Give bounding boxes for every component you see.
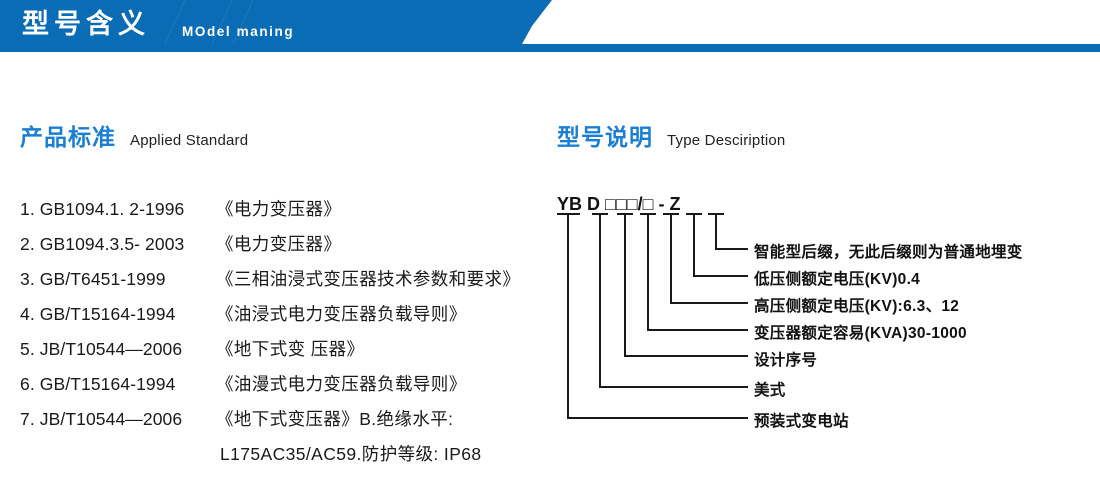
standard-name: 《地下式变 压器》 [216, 339, 365, 359]
standards-list: 1. GB1094.1. 2-1996 《电力变压器》 2. GB1094.3.… [20, 192, 550, 472]
section-title-cn: 型号说明 [557, 124, 653, 150]
standard-code: 2. GB1094.3.5- 2003 [20, 234, 185, 254]
type-label-lv-rated-voltage: 低压侧额定电压(KV)0.4 [754, 271, 921, 288]
header-banner-shape [0, 0, 1100, 52]
type-label-intelligent-suffix: 智能型后缀，无此后缀则为普通地埋变 [754, 244, 1023, 261]
standard-name: 《三相油浸式变压器技术参数和要求》 [216, 269, 521, 289]
type-label-prefab-substation: 预装式变电站 [754, 413, 849, 430]
standard-name: 《电力变压器》 [216, 199, 342, 219]
section-title-type-description: 型号说明 Type Desciription [557, 118, 785, 152]
type-label-hv-rated-voltage: 高压侧额定电压(KV):6.3、12 [754, 298, 960, 315]
standard-item: 5. JB/T10544—2006 《地下式变 压器》 [20, 332, 550, 367]
type-code-string: YB D □□□/□ - Z [557, 193, 681, 215]
standard-code: 4. GB/T15164-1994 [20, 304, 176, 324]
standard-name: 《地下式变压器》B.绝缘水平: [216, 409, 454, 429]
standard-name: 《油浸式电力变压器负载导则》 [216, 304, 467, 324]
section-title-en: Applied Standard [130, 132, 249, 149]
section-title-cn: 产品标准 [20, 124, 116, 150]
standard-name: 《电力变压器》 [216, 234, 342, 254]
standard-code: 7. JB/T10544—2006 [20, 409, 183, 429]
type-label-design-serial: 设计序号 [754, 352, 818, 369]
standard-item: 7. JB/T10544—2006 《地下式变压器》B.绝缘水平: [20, 402, 550, 437]
header-title-en: MOdel maning [182, 24, 295, 39]
section-title-applied-standard: 产品标准 Applied Standard [20, 118, 248, 152]
standard-item-continuation: L175AC35/AC59.防护等级: IP68 [220, 444, 482, 464]
standard-item: 3. GB/T6451-1999 《三相油浸式变压器技术参数和要求》 [20, 262, 550, 297]
page-header: 型号含义 MOdel maning [0, 0, 1100, 52]
standard-code: 3. GB/T6451-1999 [20, 269, 166, 289]
header-title-cn: 型号含义 [22, 9, 150, 39]
type-label-american-style: 美式 [754, 382, 786, 399]
type-label-rated-capacity: 变压器额定容易(KVA)30-1000 [754, 325, 967, 342]
standard-name: 《油漫式电力变压器负载导则》 [216, 374, 467, 394]
type-code-text: YB D □□□/□ - Z [557, 194, 681, 214]
section-title-en: Type Desciription [667, 132, 786, 149]
standard-item: 1. GB1094.1. 2-1996 《电力变压器》 [20, 192, 550, 227]
standard-code: 6. GB/T15164-1994 [20, 374, 176, 394]
standard-item: 4. GB/T15164-1994 《油浸式电力变压器负载导则》 [20, 297, 550, 332]
standard-item: 2. GB1094.3.5- 2003 《电力变压器》 [20, 227, 550, 262]
standard-code: 5. JB/T10544—2006 [20, 339, 183, 359]
standard-item: 6. GB/T15164-1994 《油漫式电力变压器负载导则》 [20, 367, 550, 402]
standard-code: 1. GB1094.1. 2-1996 [20, 199, 185, 219]
